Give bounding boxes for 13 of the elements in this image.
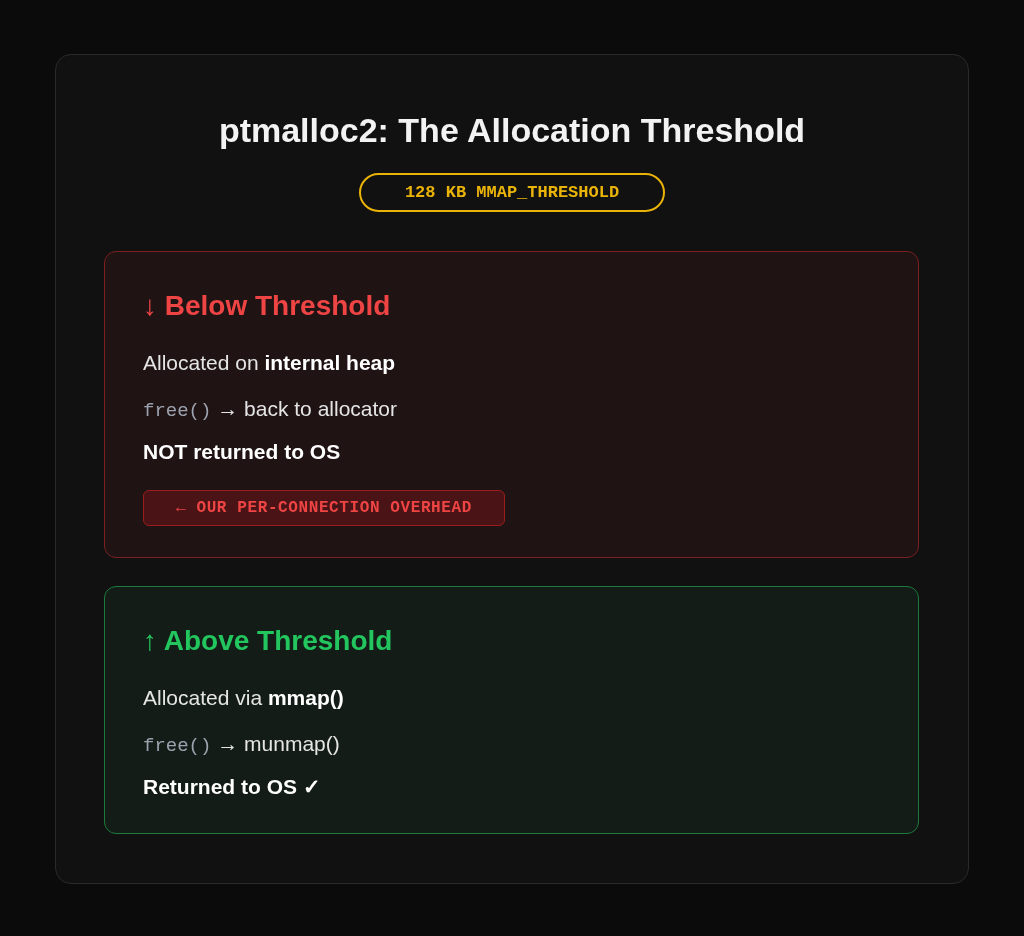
- threshold-pill: 128 KB MMAP_THRESHOLD: [359, 173, 665, 212]
- description-text: NOT returned to OS: [143, 439, 341, 465]
- diagram-title: ptmalloc2: The Allocation Threshold: [218, 110, 806, 151]
- description-text: free() → back to allocator: [143, 396, 397, 424]
- description-text: Allocated on internal heap: [143, 350, 396, 376]
- panel-heading: ↑ Above Threshold: [143, 624, 393, 658]
- description-text: Returned to OS ✓: [143, 774, 321, 800]
- panel-heading: ↓ Below Threshold: [143, 289, 391, 323]
- overhead-tag: ← OUR PER-CONNECTION OVERHEAD: [143, 490, 505, 526]
- description-text: Allocated via mmap(): [143, 685, 344, 711]
- description-text: free() → munmap(): [143, 731, 340, 759]
- info-panel: [104, 251, 919, 558]
- info-panel: [104, 586, 919, 834]
